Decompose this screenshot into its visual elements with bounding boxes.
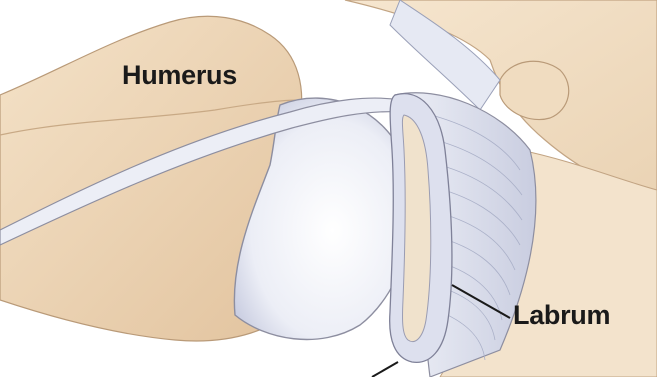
coracoid-process <box>500 61 569 119</box>
labrum-label: Labrum <box>513 302 610 329</box>
bottom-pointer-line <box>372 362 398 377</box>
humerus-label: Humerus <box>122 62 237 89</box>
